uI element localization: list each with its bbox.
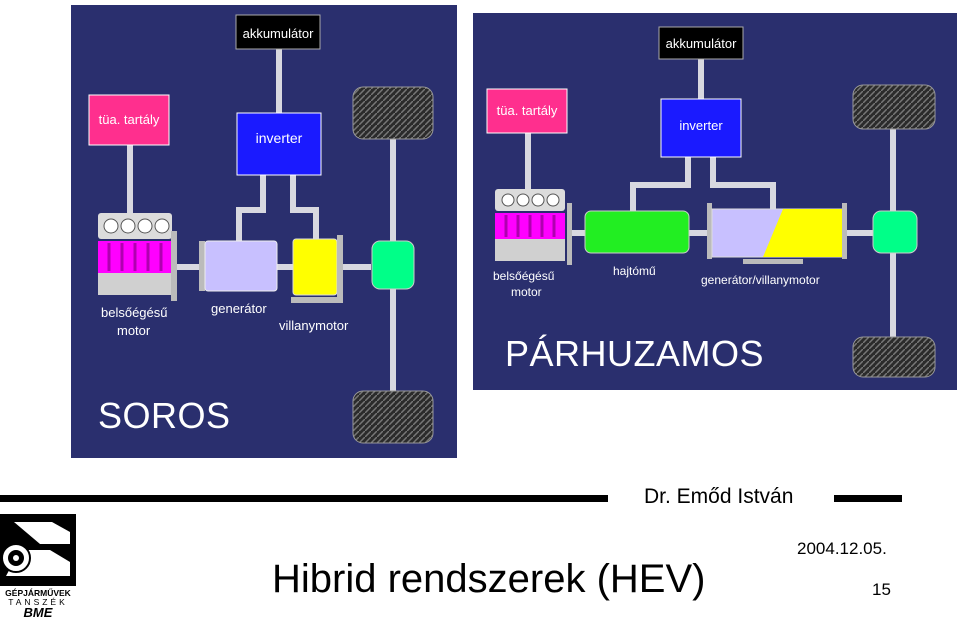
parhuzamos-diagram-panel: akkumulátor tüa. tartály inverter belsőé… bbox=[473, 13, 957, 390]
parhuzamos-gearbox-label: hajtómű bbox=[613, 264, 656, 278]
soros-tank-label: tüa. tartály bbox=[99, 112, 160, 127]
footer-divider-right bbox=[834, 495, 902, 502]
parhuzamos-tank-box bbox=[486, 88, 568, 134]
soros-inverter-box bbox=[236, 112, 322, 176]
parhuzamos-caption: PÁRHUZAMOS bbox=[505, 333, 765, 374]
author-name: Dr. Emőd István bbox=[644, 485, 794, 508]
soros-motor-box bbox=[292, 238, 338, 296]
slide-date: 2004.12.05. bbox=[797, 539, 887, 558]
parhuzamos-tank-label: tüa. tartály bbox=[497, 103, 558, 118]
soros-engine-label-2: motor bbox=[117, 323, 151, 338]
soros-wheel-front bbox=[352, 86, 434, 140]
parhuzamos-genmotor-box bbox=[711, 208, 843, 258]
soros-diagram: akkumulátor tüa. tartály inverter belsőé… bbox=[88, 14, 434, 444]
parhuzamos-battery-box bbox=[658, 26, 744, 60]
logo-text-line3: BME bbox=[24, 605, 53, 617]
parhuzamos-inverter-label: inverter bbox=[679, 118, 723, 133]
soros-differential-box bbox=[371, 240, 415, 290]
parhuzamos-battery-label: akkumulátor bbox=[666, 36, 737, 51]
parhuzamos-wheel-rear bbox=[852, 336, 936, 378]
soros-diagram-panel: akkumulátor tüa. tartály inverter belsőé… bbox=[71, 5, 457, 458]
logo-text-line2: TANSZÉK bbox=[8, 597, 68, 607]
parhuzamos-inverter-box bbox=[660, 98, 742, 158]
soros-generator-label: generátor bbox=[211, 301, 267, 316]
parhuzamos-engine bbox=[495, 189, 572, 265]
parhuzamos-differential-box bbox=[872, 210, 918, 254]
parhuzamos-engine-label-2: motor bbox=[511, 285, 542, 299]
slide-title: Hibrid rendszerek (HEV) bbox=[272, 557, 706, 601]
bme-department-logo: GÉPJÁRMŰVEK TANSZÉK BME bbox=[0, 514, 76, 617]
parhuzamos-gearbox-box bbox=[584, 210, 690, 254]
parhuzamos-engine-label-1: belsőégésű bbox=[493, 269, 555, 283]
soros-inverter-label: inverter bbox=[256, 130, 303, 146]
footer-divider-left bbox=[0, 495, 608, 502]
parhuzamos-wheel-front bbox=[852, 84, 936, 130]
soros-connections bbox=[127, 48, 396, 400]
logo-text-line1: GÉPJÁRMŰVEK bbox=[5, 587, 72, 598]
parhuzamos-diagram: akkumulátor tüa. tartály inverter belsőé… bbox=[486, 26, 936, 378]
soros-caption: SOROS bbox=[98, 395, 231, 436]
soros-motor-label: villanymotor bbox=[279, 318, 349, 333]
soros-tank-box bbox=[88, 94, 170, 146]
soros-battery-box bbox=[235, 14, 321, 50]
parhuzamos-genmotor-label: generátor/villanymotor bbox=[701, 273, 820, 287]
soros-wheel-rear bbox=[352, 390, 434, 444]
page-number: 15 bbox=[872, 580, 891, 599]
soros-engine bbox=[98, 213, 177, 301]
soros-engine-label-1: belsőégésű bbox=[101, 305, 168, 320]
soros-battery-label: akkumulátor bbox=[243, 26, 314, 41]
soros-generator-box bbox=[204, 240, 278, 292]
